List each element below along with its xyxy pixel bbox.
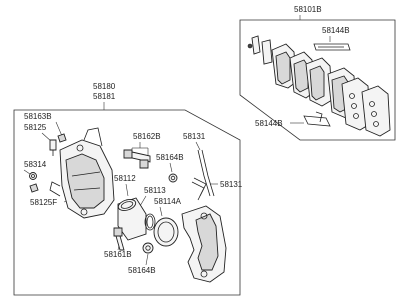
guide-rod-bolt-lower xyxy=(113,227,125,251)
hose-washer-small xyxy=(29,183,39,193)
label-58125f: 58125F xyxy=(30,198,57,207)
caliper-piston xyxy=(117,197,147,241)
label-58144b-lower: 58144B xyxy=(255,119,283,128)
label-58125: 58125 xyxy=(24,123,47,132)
label-58144b-upper: 58144B xyxy=(322,26,350,35)
label-58164b-upper: 58164B xyxy=(156,153,184,162)
label-58101b: 58101B xyxy=(294,5,322,14)
label-58112: 58112 xyxy=(114,174,136,183)
brake-pad-kit-box xyxy=(239,19,396,141)
label-58164b-lower: 58164B xyxy=(128,266,156,275)
brake-pad-inner-1 xyxy=(305,57,333,107)
pad-clip-lower xyxy=(303,111,331,127)
label-58314: 58314 xyxy=(24,160,47,169)
brake-pad-backplate-2 xyxy=(361,85,391,137)
pad-shim-left xyxy=(247,35,273,65)
label-58161b: 58161B xyxy=(104,250,132,259)
caliper-carrier-bracket xyxy=(181,205,227,283)
boot-upper xyxy=(168,173,178,183)
guide-rod-bolt-upper-b xyxy=(139,159,149,169)
label-58181: 58181 xyxy=(93,92,116,101)
caliper-assembly-group: 58180 58181 58163B 58125 58314 58125F xyxy=(13,82,243,296)
guide-rod-bolt-upper xyxy=(123,149,151,163)
brake-pad-kit-group: 58101B 58144B xyxy=(239,5,396,141)
caliper-assembly-box xyxy=(13,109,241,296)
label-58180: 58180 xyxy=(93,82,116,91)
label-58131-upper: 58131 xyxy=(183,132,206,141)
label-58162b: 58162B xyxy=(133,132,161,141)
boot-lower xyxy=(142,242,154,254)
pad-clip-upper xyxy=(313,43,351,51)
piston-seal xyxy=(144,213,156,231)
bleeder-screw xyxy=(49,139,57,156)
anti-rattle-spring-upper xyxy=(197,149,215,197)
label-58113: 58113 xyxy=(144,186,166,195)
piston-boot xyxy=(153,217,179,247)
anti-rattle-spring-lower xyxy=(191,177,207,201)
label-58163b: 58163B xyxy=(24,112,52,121)
label-58131-lower: 58131 xyxy=(220,180,243,189)
caliper-body xyxy=(49,127,115,219)
bleeder-cap xyxy=(57,133,67,143)
hose-washer xyxy=(29,172,37,180)
label-58114a: 58114A xyxy=(154,197,182,206)
